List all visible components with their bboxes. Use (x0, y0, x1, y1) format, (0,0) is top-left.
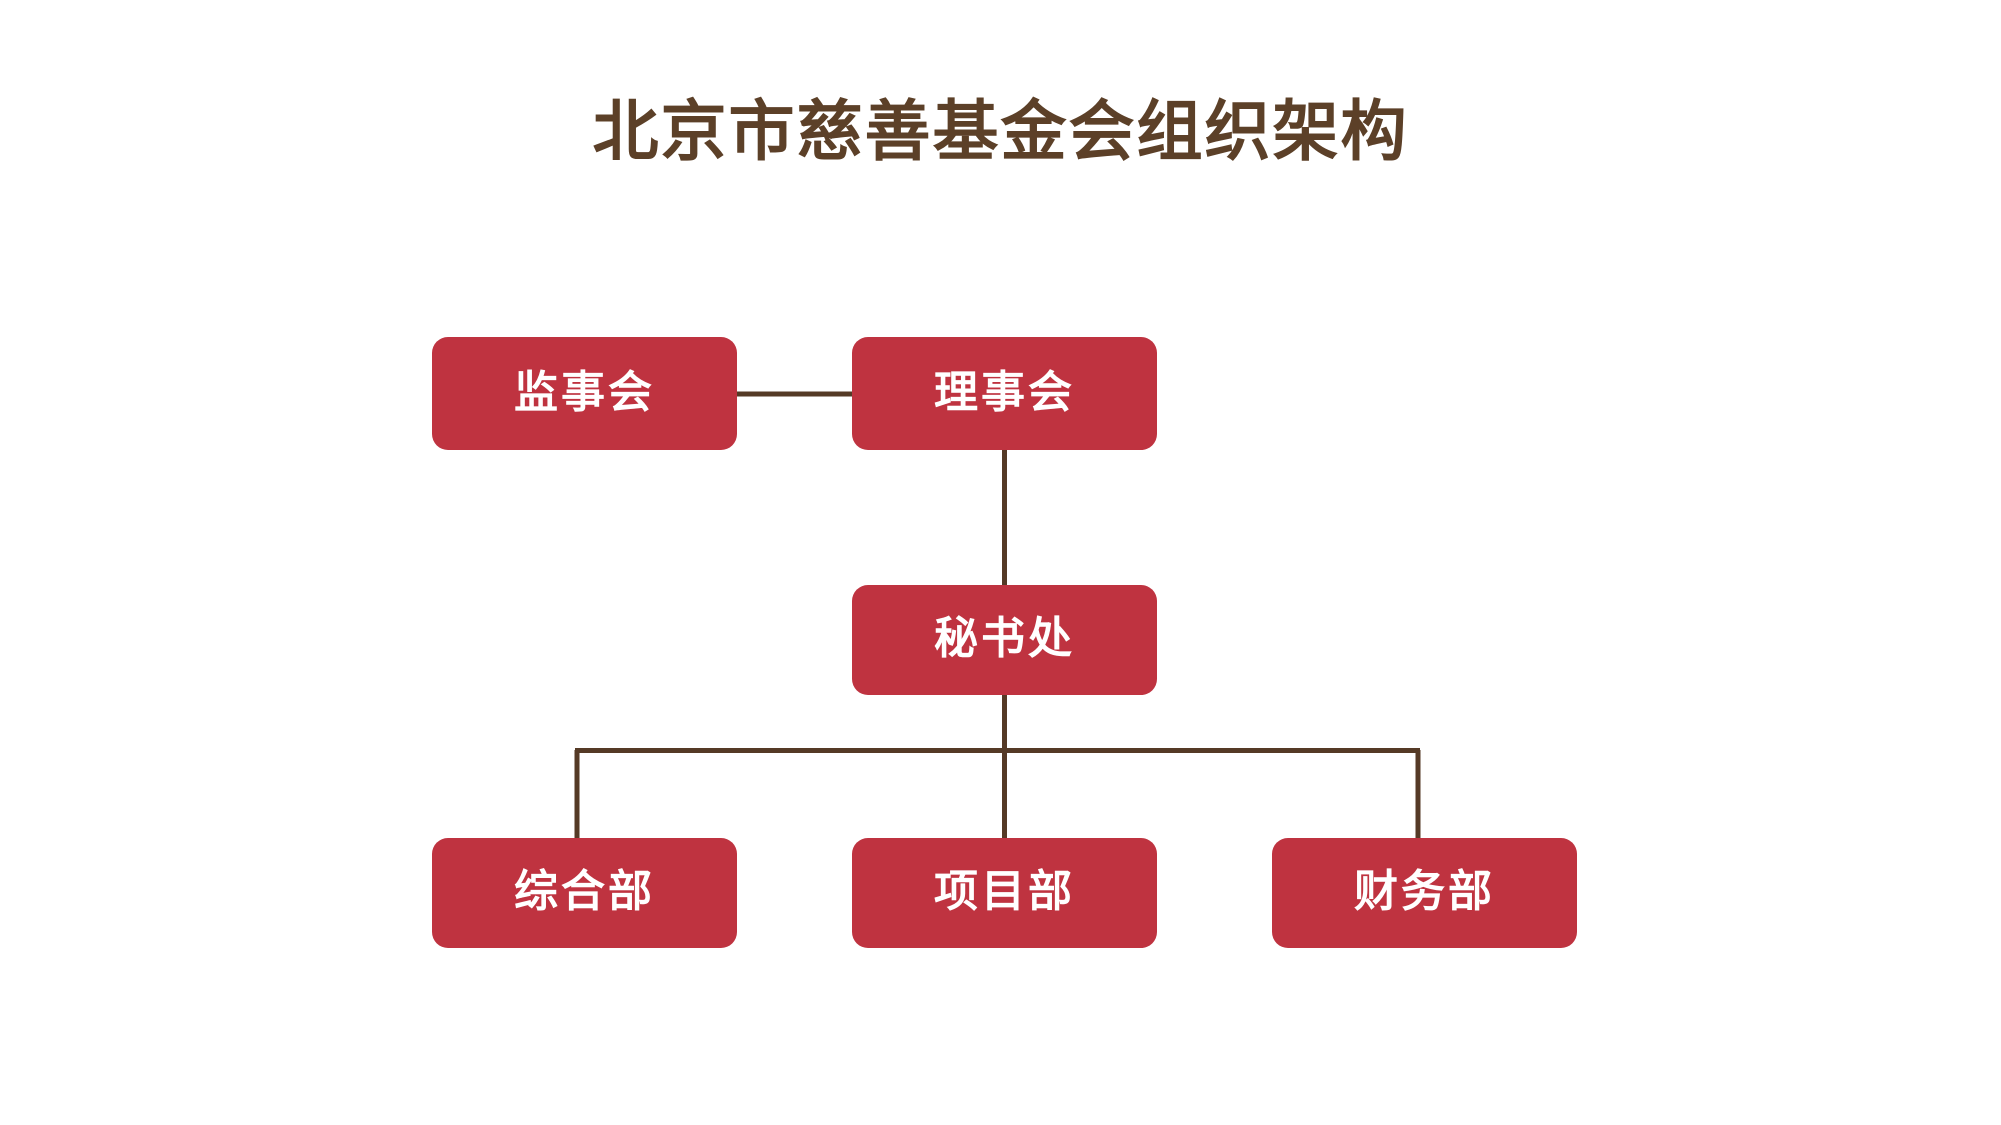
org-node-label: 综合部 (514, 866, 655, 917)
org-node-label: 监事会 (514, 366, 655, 418)
org-node-label: 秘书处 (934, 613, 1075, 664)
org-node-secretariat[interactable]: 秘书处 (852, 585, 1157, 695)
org-node-project[interactable]: 项目部 (852, 838, 1157, 948)
org-node-general-affairs[interactable]: 综合部 (432, 838, 737, 948)
org-node-supervisors[interactable]: 监事会 (432, 337, 737, 450)
org-node-label: 项目部 (934, 866, 1075, 917)
org-node-directors[interactable]: 理事会 (852, 337, 1157, 450)
page-title: 北京市慈善基金会组织架构 (592, 92, 1409, 170)
org-node-label: 理事会 (934, 366, 1075, 418)
org-node-label: 财务部 (1354, 866, 1495, 917)
org-node-finance[interactable]: 财务部 (1272, 838, 1577, 948)
